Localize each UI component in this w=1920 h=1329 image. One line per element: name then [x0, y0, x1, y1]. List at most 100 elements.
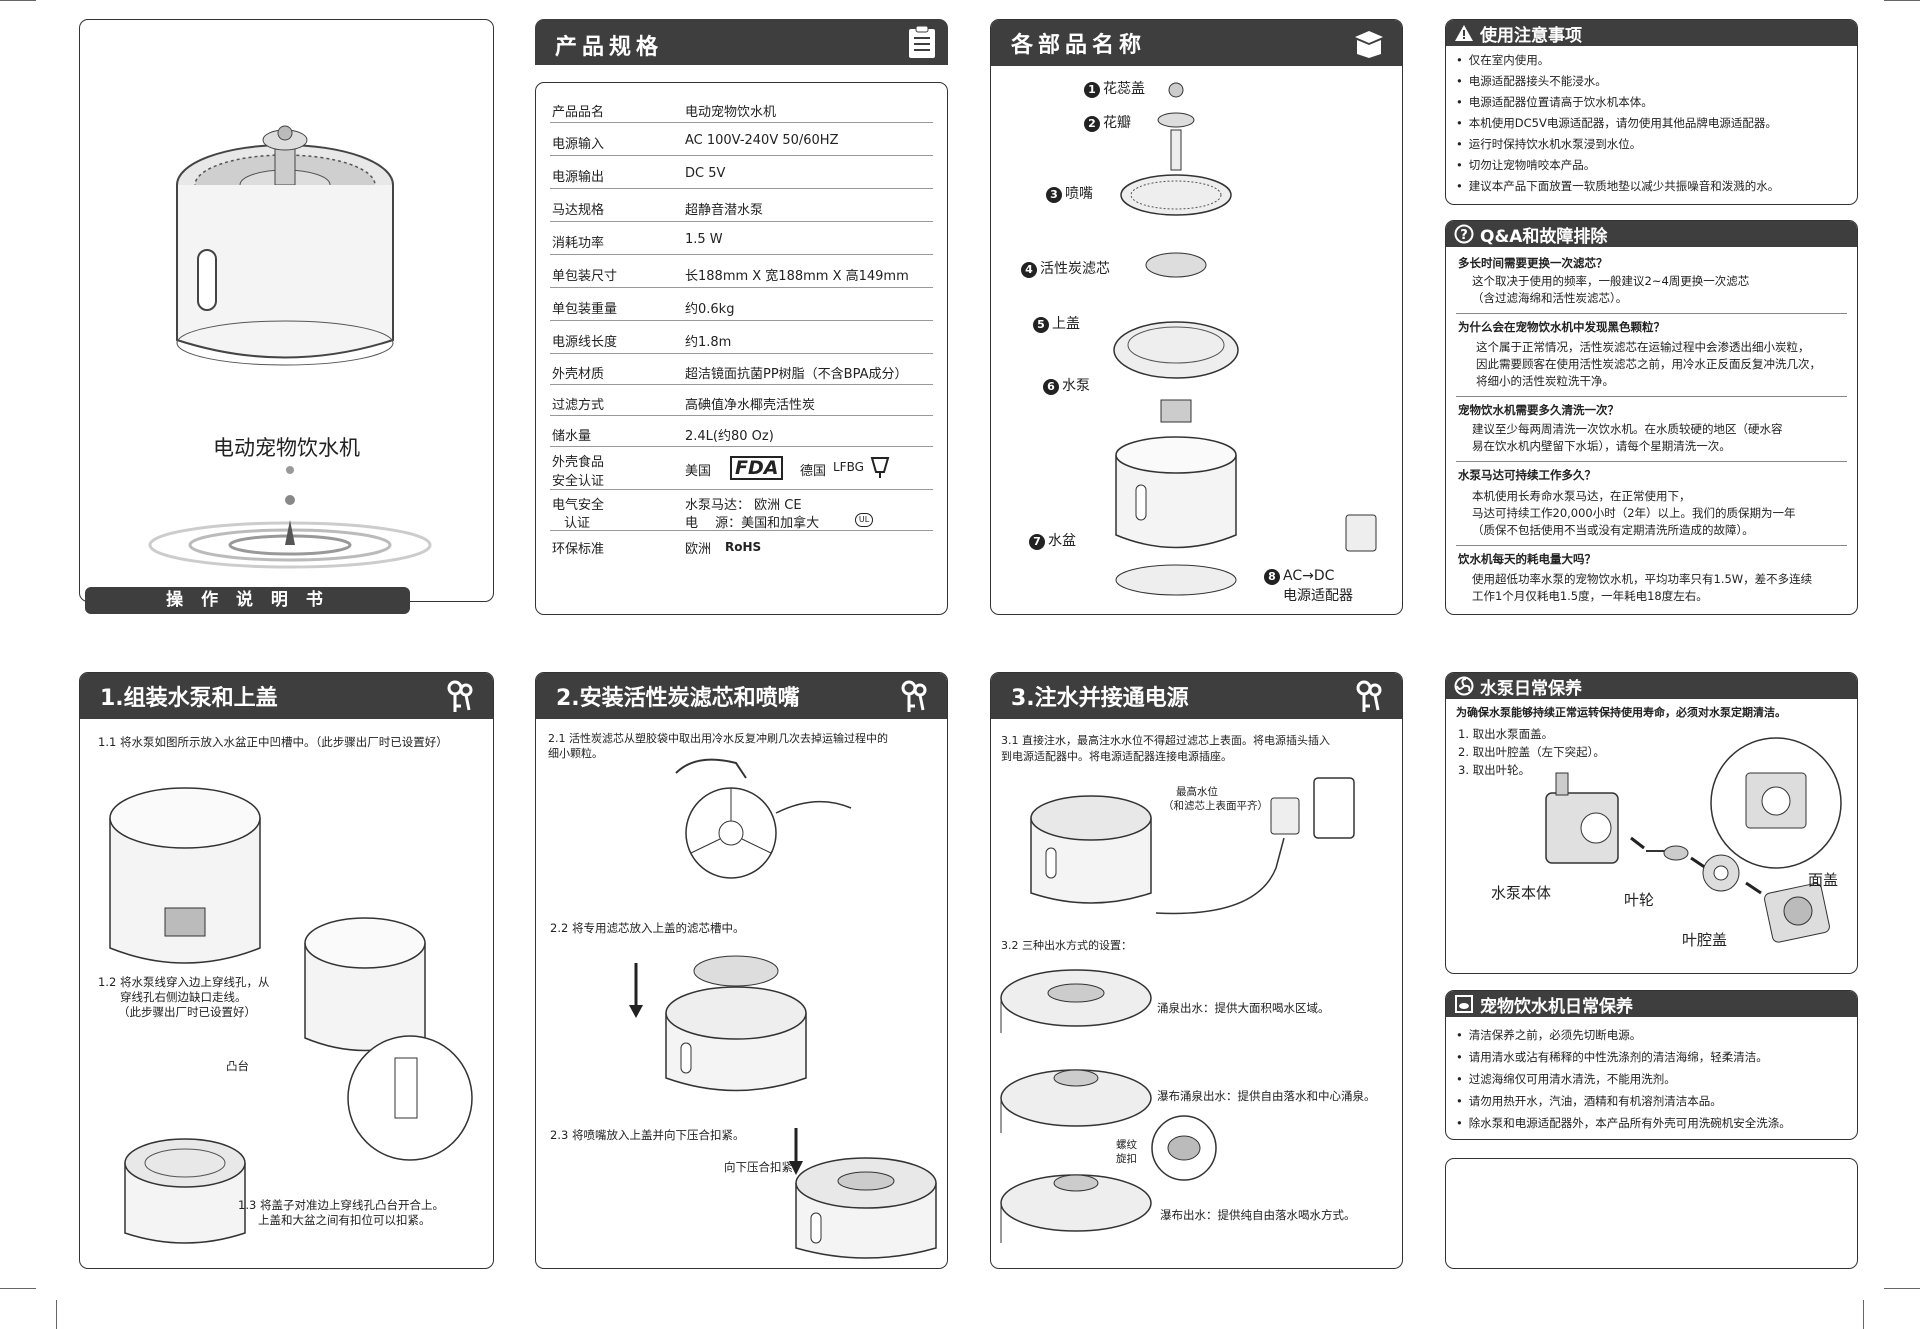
spec-row: 过滤方式 高碘值净水椰壳活性炭: [550, 386, 933, 416]
crop-mark: [1863, 1300, 1864, 1329]
care-item: 清洁保养之前，必须先切断电源。: [1456, 1027, 1642, 1043]
spec-value: 高碘值净水椰壳活性炭: [685, 398, 816, 413]
max-level-label: （和滤芯上表面平齐）: [1163, 800, 1268, 812]
spec-key: 电源线长度: [552, 335, 618, 350]
spec-key: 过滤方式: [552, 398, 605, 413]
spec-value: AC 100V-240V 50/60HZ: [685, 133, 839, 148]
part-number: 6: [1043, 379, 1059, 395]
part-number: 7: [1029, 534, 1045, 550]
crop-mark: [1884, 1288, 1920, 1289]
step-text: 3.2 三种出水方式的设置：: [1001, 939, 1132, 952]
step-text: 2.2 将专用滤芯放入上盖的滤芯槽中。: [550, 921, 745, 935]
spec-value: 2.4L(约80 Oz): [685, 429, 774, 444]
cavity-cover-label: 叶腔盖: [1682, 931, 1728, 949]
specs-header-bar: 产品规格: [535, 19, 948, 65]
qa-question: 宠物饮水机需要多久清洗一次？: [1458, 403, 1619, 417]
step-text: 细小颗粒。: [548, 747, 603, 760]
qa-question: 饮水机每天的耗电量大吗？: [1458, 552, 1596, 566]
spec-key: 储水量: [552, 429, 592, 444]
notice-header: 使用注意事项: [1446, 20, 1857, 46]
spec-key: 消耗功率: [552, 236, 605, 251]
spec-value: 超洁镜面抗菌PP树脂（不含BPA成分）: [685, 367, 908, 382]
spec-value: 电 源：美国和加拿大: [685, 516, 820, 531]
notice-panel: 使用注意事项 仅在室内使用。 电源适配器接头不能浸水。 电源适配器位置请高于饮水…: [1445, 19, 1858, 205]
qa-answer: 这个取决于使用的频率，一般建议2~4周更换一次滤芯: [1472, 274, 1750, 288]
product-title: 电动宠物饮水机: [213, 436, 360, 460]
step2-title: 2.安装活性炭滤芯和喷嘴: [556, 686, 800, 711]
spec-key: 单包装重量: [552, 302, 618, 317]
boss-label: 凸台: [226, 1059, 249, 1073]
impeller-label: 叶轮: [1624, 891, 1655, 909]
exploded-diagram: [1113, 82, 1377, 596]
step-text: 2.1 活性炭滤芯从塑胶袋中取出用冷水反复冲刷几次去掉运输过程中的: [548, 732, 888, 745]
step2-header: 2.安装活性炭滤芯和喷嘴: [536, 673, 947, 719]
part-name: 喷嘴: [1065, 186, 1093, 202]
divider: [1456, 396, 1847, 397]
step1-title: 1.组装水泵和上盖: [100, 686, 278, 711]
care-item: 过滤海绵仅可用清水清洗，不能用洗剂。: [1456, 1071, 1676, 1087]
pump-step: 2. 取出叶腔盖（左下突起）。: [1458, 745, 1605, 759]
insert-filter-illustration: [629, 955, 807, 1092]
spec-value: 水泵马达： 欧洲 CE: [685, 498, 802, 513]
spec-key: 认证: [564, 516, 591, 531]
step-text: 上盖和大盆之间有扣位可以扣紧。: [258, 1213, 431, 1227]
pump-title: 水泵日常保养: [1480, 678, 1582, 699]
crop-mark: [1884, 0, 1920, 1]
spec-value: 欧洲: [685, 542, 712, 557]
spec-value: 电动宠物饮水机: [685, 105, 777, 120]
notice-item: 电源适配器位置请高于饮水机本体。: [1456, 94, 1653, 110]
clipboard-icon: [909, 25, 935, 58]
notice-item: 仅在室内使用。: [1456, 52, 1550, 68]
press-nozzle-illustration: [789, 1128, 937, 1259]
qa-header: ? Q&A和故障排除: [1446, 221, 1857, 247]
pump-disassembly-illustration: [1545, 737, 1842, 943]
part-number: 5: [1033, 317, 1049, 333]
part-number: 1: [1084, 82, 1100, 98]
spec-row: 储水量 2.4L(约80 Oz): [550, 417, 933, 447]
keys-icon: [901, 680, 927, 712]
twist-label: 旋扣: [1116, 1153, 1137, 1165]
rohs-logo: RoHS: [725, 540, 762, 554]
cup-fork-icon: [870, 457, 890, 478]
spec-row: 外壳材质 超洁镜面抗菌PP树脂（不含BPA成分）: [550, 355, 933, 385]
manual-label: 操 作 说 明 书: [85, 587, 410, 614]
care-item: 请用清水或沾有稀释的中性洗涤剂的清洁海绵，轻柔清洁。: [1456, 1049, 1768, 1065]
qa-question: 多长时间需要更换一次滤芯？: [1458, 256, 1608, 270]
part-number: 2: [1084, 116, 1100, 132]
spec-key: 外壳材质: [552, 367, 605, 382]
step-text: 穿线孔右侧边缺口走线。: [120, 990, 247, 1004]
step3-panel: 3.注水并接通电源 3.1 直接注水，最高注水水位不得超过滤芯上表面。将电源插头…: [990, 672, 1403, 1269]
question-icon: ?: [1454, 224, 1474, 244]
part-name: 水盆: [1048, 533, 1076, 549]
warning-icon: [1455, 25, 1473, 41]
rinse-filter-illustration: [675, 758, 852, 879]
parts-title: 各部品名称: [1011, 33, 1147, 58]
spec-row: 马达规格超静音潜水泵: [550, 190, 933, 222]
keys-icon: [1356, 680, 1382, 712]
step-text: 到电源适配器中。将电源适配器连接电源插座。: [1001, 750, 1232, 763]
svg-text:?: ?: [1460, 228, 1468, 243]
lfbg-logo: LFBG: [833, 460, 864, 474]
part-name: 水泵: [1062, 378, 1090, 394]
notice-title: 使用注意事项: [1480, 25, 1582, 46]
divider: [1456, 461, 1847, 462]
part-number: 8: [1264, 569, 1280, 585]
spec-key: 马达规格: [552, 203, 605, 218]
adapter-label: 电源适配器: [1283, 588, 1353, 604]
ul-logo-icon: UL: [855, 513, 873, 527]
spec-value: 约1.8m: [685, 335, 732, 350]
spec-value: 美国: [685, 464, 712, 479]
qa-answer: （含过滤海绵和活性炭滤芯）。: [1472, 291, 1628, 305]
spec-value: 长188mm X 宽188mm X 高149mm: [685, 269, 909, 284]
spec-key: 电源输出: [552, 170, 605, 185]
cover-panel: 电动宠物饮水机: [79, 19, 494, 602]
bowl-pump-illustration: [109, 787, 473, 1244]
